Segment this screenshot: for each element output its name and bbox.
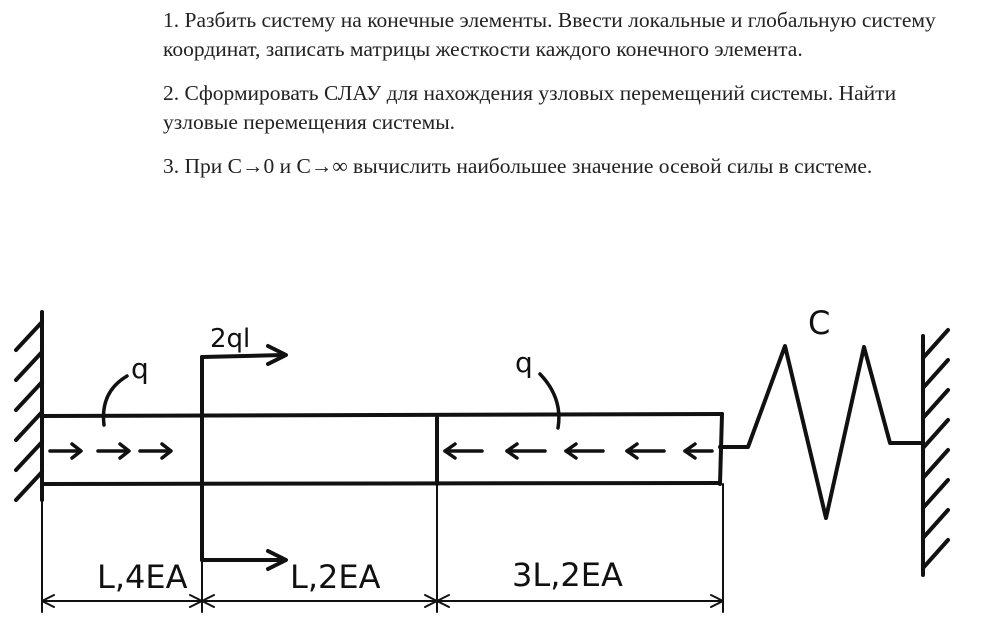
segment-2-label: L,2EA [290, 558, 381, 596]
bar-outline [40, 412, 724, 486]
load-label-left: q [131, 352, 149, 385]
force-label: 2ql [210, 324, 250, 354]
task-list: 1. Разбить систему на конечные элементы.… [163, 6, 943, 196]
task-1: 1. Разбить систему на конечные элементы.… [163, 8, 936, 61]
load-arrows-right [443, 442, 714, 460]
left-wall-support [14, 310, 44, 502]
segment-3-label: 3L,2EA [512, 556, 623, 594]
force-node-post [200, 344, 288, 571]
right-wall-support [921, 328, 950, 577]
load-label-right: q [515, 346, 533, 379]
task-3: 3. При C→0 и C→∞ вычислить наибольшее зн… [163, 154, 873, 178]
spring-element [718, 344, 923, 520]
task-2: 2. Сформировать СЛАУ для нахождения узло… [163, 81, 897, 134]
spring-label: C [808, 304, 830, 342]
load-leader-right [538, 372, 561, 430]
segment-1-label: L,4EA [97, 558, 188, 596]
dimension-line [41, 483, 724, 613]
load-arrows-left [48, 442, 173, 460]
load-leader-left [101, 374, 129, 427]
